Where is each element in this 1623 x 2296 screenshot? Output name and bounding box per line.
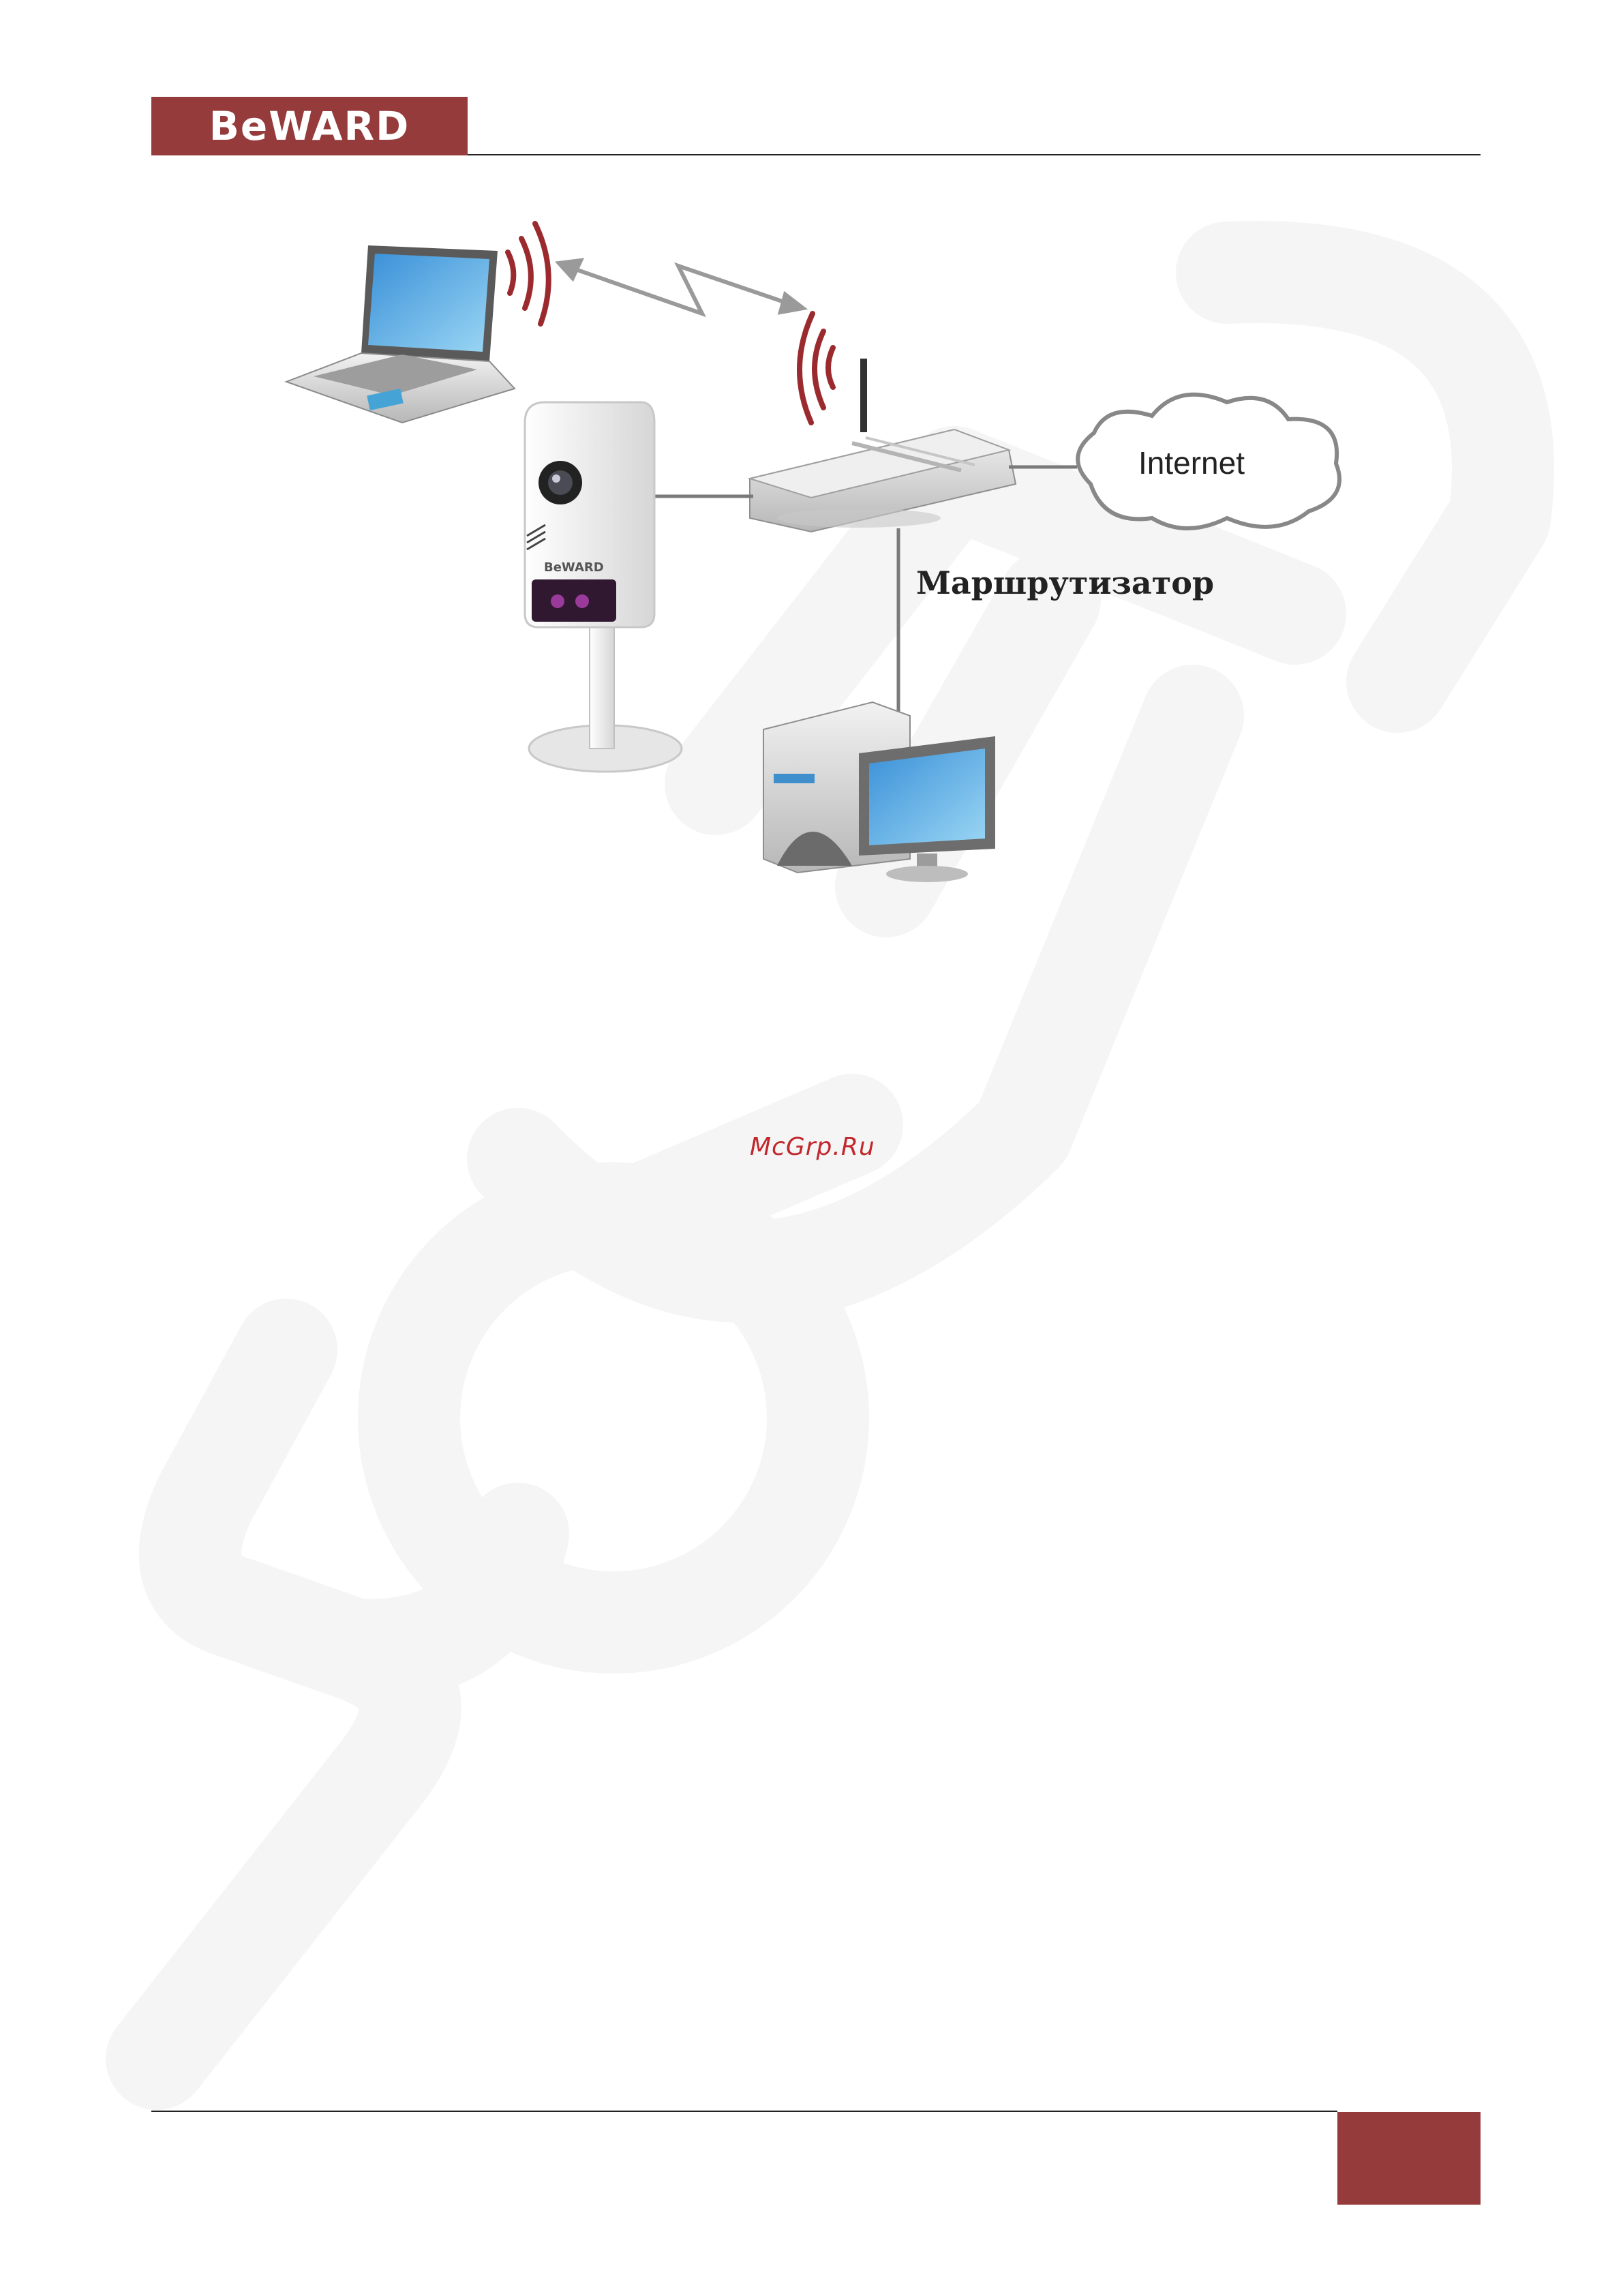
- laptop-icon: [286, 245, 515, 423]
- logo-text: BeWARD: [209, 103, 410, 149]
- brand-logo: BeWARD: [151, 97, 468, 155]
- desktop-computer-icon: [763, 702, 995, 882]
- laptop-wireless-icon: [508, 224, 549, 324]
- header-divider: [468, 154, 1481, 155]
- ip-camera-icon: BeWARD: [525, 402, 682, 772]
- footer-divider: [151, 2111, 1337, 2112]
- wireless-link-icon: [559, 260, 803, 314]
- internet-label: Internet: [1138, 444, 1245, 481]
- site-link[interactable]: McGrp.Ru: [750, 1133, 875, 1161]
- network-diagram: BeWARD: [273, 198, 1363, 913]
- router-label: Маршрутизатор: [916, 564, 1214, 601]
- router-wireless-icon: [800, 314, 833, 423]
- router-icon: [750, 359, 1016, 532]
- page-number-box: [1337, 2112, 1481, 2205]
- svg-text:BeWARD: BeWARD: [544, 560, 604, 575]
